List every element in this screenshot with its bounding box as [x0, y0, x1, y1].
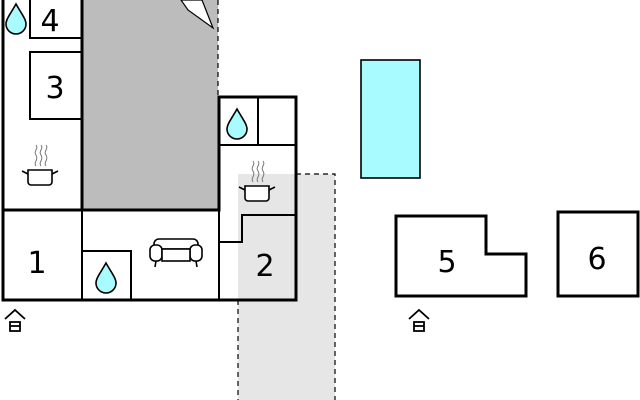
door-swing-icon	[180, 0, 215, 30]
room-label-3: 3	[45, 71, 64, 106]
room-label-1: 1	[27, 246, 46, 281]
terrace-outline	[237, 173, 336, 400]
room-label-5: 5	[437, 245, 456, 280]
house-entrance-icon	[408, 309, 430, 332]
room-label-6: 6	[587, 242, 606, 277]
water-drop-icon	[5, 3, 27, 35]
building-6-outline	[556, 210, 640, 298]
house-entrance-icon	[4, 309, 26, 332]
room-label-2: 2	[255, 249, 274, 284]
terrace-area	[238, 174, 335, 400]
cooking-pot-icon	[21, 144, 59, 186]
main-building-walls	[1, 0, 298, 302]
room-label-4: 4	[40, 4, 59, 39]
water-drop-icon	[226, 108, 248, 140]
courtyard-area	[82, 0, 218, 210]
sofa-icon	[149, 238, 203, 268]
building-5-outline	[394, 214, 528, 298]
swimming-pool	[360, 59, 421, 179]
water-drop-icon	[95, 262, 117, 294]
